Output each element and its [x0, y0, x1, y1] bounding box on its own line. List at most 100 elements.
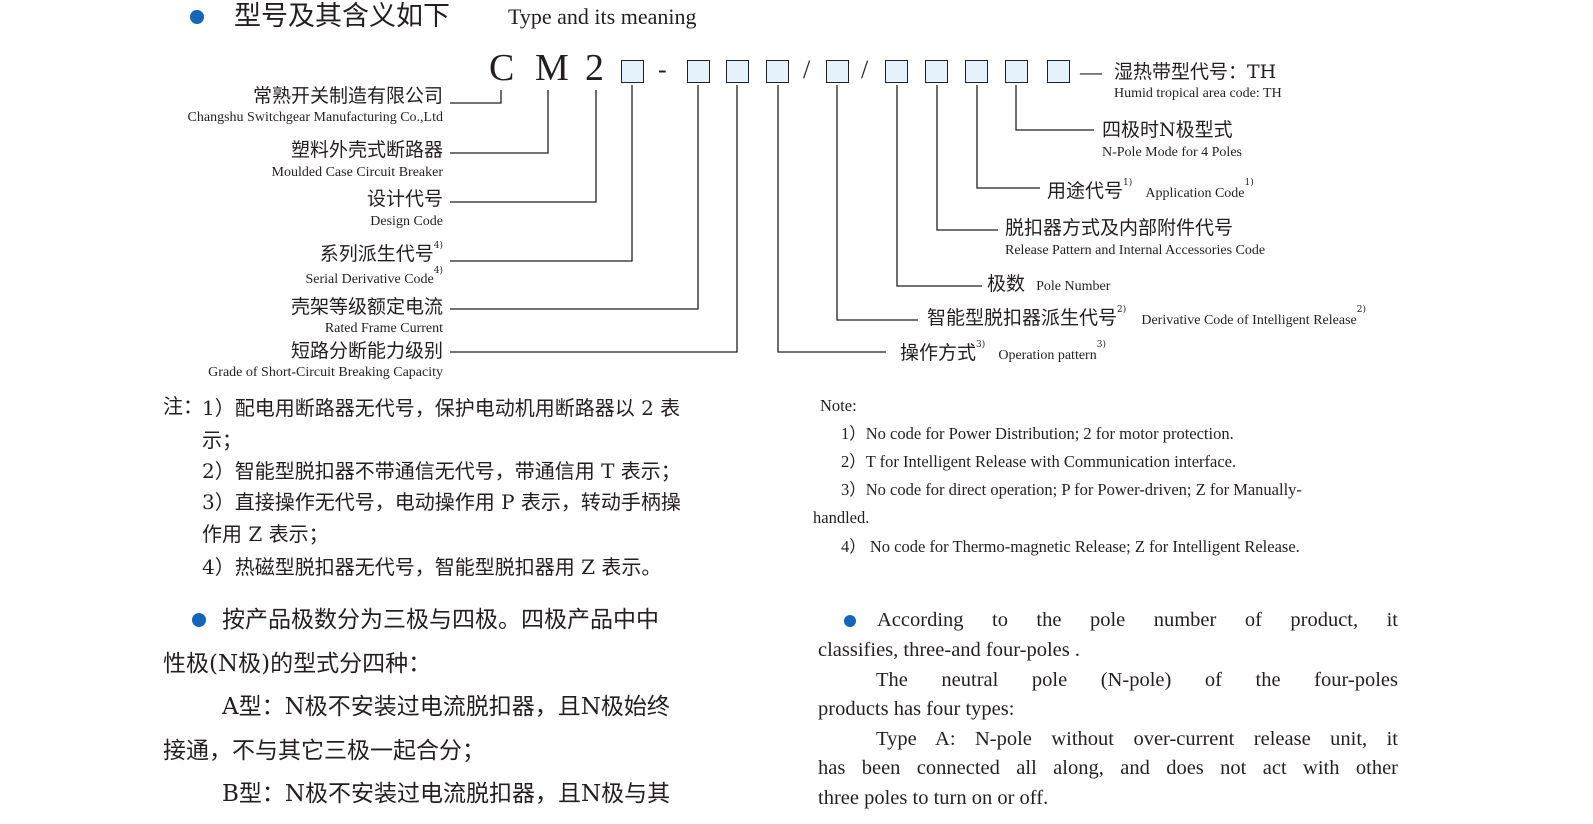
note-zh-line-5: 作用 Z 表示； — [202, 522, 329, 546]
label-application-zh-sup: 1) — [1123, 178, 1133, 188]
label-company-zh: 常熟开关制造有限公司 — [252, 85, 443, 107]
body-en-line-6: has been connected all along, and does n… — [818, 757, 1398, 779]
label-intelligent-zh: 智能型脱扣器派生代号 — [927, 307, 1118, 329]
label-frame-zh: 壳架等级额定电流 — [290, 296, 443, 318]
code-box-serial — [621, 60, 644, 83]
label-serial-en: Serial Derivative Code — [305, 272, 434, 287]
body-en-line-4: products has four types: — [818, 698, 1015, 720]
line-frame — [450, 85, 699, 310]
body-en-line-5: Type A: N-pole without over-current rele… — [876, 728, 1398, 750]
note-zh-line-4: 3）直接操作无代号，电动操作用 P 表示，转动手柄操 — [202, 490, 681, 514]
notes-zh-prefix: 注： — [163, 394, 203, 418]
note-en-line-2: 2）T for Intelligent Release with Communi… — [841, 452, 1237, 471]
label-operation-zh-sup: 3) — [976, 340, 986, 350]
body-zh-line-3: A型：N极不安装过电流脱扣器，且N极始终 — [222, 694, 670, 720]
label-application-en-sup: 1) — [1244, 178, 1254, 188]
label-application: 用途代号1) Application Code1) — [1047, 178, 1254, 202]
body-zh-line-4: 接通，不与其它三极一起合分； — [163, 738, 485, 764]
line-company — [450, 90, 502, 104]
label-moulded-zh: 塑料外壳式断路器 — [290, 139, 443, 161]
body-zh-line-2: 性极(N极)的型式分四种： — [163, 651, 432, 677]
code-box-frame-current — [687, 60, 710, 83]
code-box-npole — [1005, 60, 1028, 83]
code-dash: - — [658, 55, 667, 84]
label-operation-zh: 操作方式 — [900, 342, 977, 364]
code-box-breaking-grade — [726, 60, 749, 83]
heading-bullet-icon — [190, 10, 204, 24]
label-operation: 操作方式3) Operation pattern3) — [900, 340, 1106, 364]
line-serial — [450, 85, 633, 262]
line-npole — [1015, 85, 1094, 131]
code-box-application — [965, 60, 988, 83]
body-en-line-3: The neutral pole (N-pole) of the four-po… — [876, 669, 1398, 691]
label-npole-en: N-Pole Mode for 4 Poles — [1102, 145, 1242, 160]
label-company-en: Changshu Switchgear Manufacturing Co.,Lt… — [187, 110, 443, 125]
body-en-line-7: three poles to turn on or off. — [818, 787, 1049, 809]
line-design — [450, 90, 597, 203]
code-box-operation — [766, 60, 789, 83]
label-breaking-en: Grade of Short-Circuit Breaking Capacity — [208, 365, 443, 380]
label-application-zh: 用途代号 — [1047, 180, 1124, 202]
line-application — [976, 85, 1040, 189]
code-box-pole — [885, 60, 908, 83]
label-npole-zh: 四极时N极型式 — [1102, 119, 1233, 141]
label-operation-en-sup: 3) — [1096, 340, 1106, 350]
label-intelligent-en: Derivative Code of Intelligent Release — [1141, 313, 1357, 328]
label-release-zh: 脱扣器方式及内部附件代号 — [1005, 217, 1234, 239]
label-serial-zh-wrap: 系列派生代号4) — [319, 241, 443, 265]
label-intelligent: 智能型脱扣器派生代号2) Derivative Code of Intellig… — [927, 305, 1366, 329]
notes-en-title: Note: — [820, 396, 857, 415]
body-zh-line-1: 按产品极数分为三极与四极。四极产品中中 — [222, 607, 659, 633]
label-moulded-en: Moulded Case Circuit Breaker — [271, 165, 443, 180]
label-application-en: Application Code — [1145, 186, 1245, 201]
note-zh-line-6: 4）热磁型脱扣器无代号，智能型脱扣器用 Z 表示。 — [202, 555, 662, 579]
note-zh-line-1: 1）配电用断路器无代号，保护电动机用断路器以 2 表 — [202, 396, 681, 420]
code-box-release — [925, 60, 948, 83]
note-en-line-1: 1）No code for Power Distribution; 2 for … — [841, 424, 1234, 443]
line-intelligent — [836, 85, 918, 321]
label-pole-en: Pole Number — [1036, 279, 1111, 294]
code-letter-m: M — [535, 47, 569, 89]
heading-en: Type and its meaning — [508, 4, 697, 29]
line-breaking — [450, 85, 738, 353]
body-en-line-2: classifies, three-and four-poles . — [818, 639, 1081, 661]
body-zh-line-5: B型：N极不安装过电流脱扣器，且N极与其 — [222, 781, 671, 807]
label-serial-zh: 系列派生代号 — [319, 243, 434, 265]
label-tropical-zh: 湿热带型代号：TH — [1114, 61, 1277, 83]
code-tail-dash: — — [1080, 59, 1102, 84]
body-zh-bullet-icon — [192, 613, 206, 627]
body-en-line-1: According to the pole number of product,… — [877, 609, 1398, 631]
label-frame-en: Rated Frame Current — [324, 321, 443, 336]
label-breaking-zh: 短路分断能力级别 — [290, 340, 443, 362]
line-pole — [896, 85, 982, 287]
line-operation — [777, 85, 886, 353]
label-serial-zh-sup: 4) — [433, 241, 443, 251]
label-release-en: Release Pattern and Internal Accessories… — [1005, 243, 1266, 258]
note-en-line-4: handled. — [813, 508, 870, 527]
code-letter-c: C — [489, 47, 515, 89]
label-pole: 极数 Pole Number — [987, 273, 1110, 295]
code-box-intelligent — [826, 60, 849, 83]
label-tropical-en: Humid tropical area code: TH — [1114, 86, 1282, 101]
label-design-en: Design Code — [370, 214, 443, 229]
note-en-line-5: 4） No code for Thermo-magnetic Release; … — [841, 537, 1300, 556]
code-slash-2: / — [861, 55, 869, 84]
code-box-tropical — [1047, 60, 1070, 83]
heading-zh: 型号及其含义如下 — [234, 1, 450, 32]
label-operation-en: Operation pattern — [998, 348, 1097, 363]
label-design-zh: 设计代号 — [366, 188, 443, 210]
label-serial-en-sup: 4) — [433, 266, 443, 276]
line-release — [936, 85, 998, 231]
label-intelligent-zh-sup: 2) — [1117, 305, 1127, 315]
code-slash-1: / — [803, 55, 811, 84]
code-letter-2: 2 — [585, 47, 604, 89]
note-zh-line-3: 2）智能型脱扣器不带通信无代号，带通信用 T 表示； — [202, 459, 681, 483]
label-intelligent-en-sup: 2) — [1356, 305, 1366, 315]
label-pole-zh: 极数 — [987, 273, 1026, 295]
note-zh-line-2: 示； — [202, 428, 242, 452]
body-en-bullet-icon — [844, 615, 856, 627]
line-moulded — [450, 90, 549, 154]
note-en-line-3: 3）No code for direct operation; P for Po… — [841, 480, 1302, 499]
label-serial-en-wrap: Serial Derivative Code4) — [305, 266, 443, 288]
